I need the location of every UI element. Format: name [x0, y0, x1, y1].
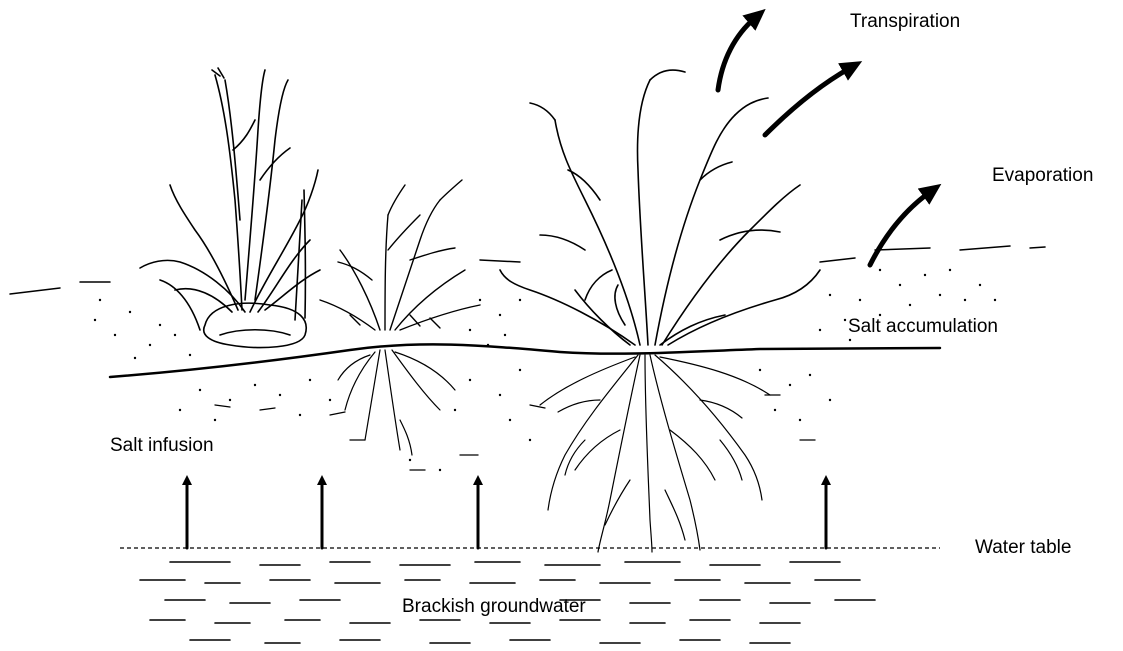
- transpiration-arrow-lower: [765, 68, 850, 135]
- soil-stipple: [94, 269, 996, 471]
- plant-left: [140, 68, 320, 348]
- transpiration-arrow-upper: [718, 18, 755, 90]
- roots-middle: [338, 350, 455, 455]
- salt-infusion-arrows: [187, 480, 826, 548]
- label-brackish-groundwater: Brackish groundwater: [402, 597, 586, 616]
- label-evaporation: Evaporation: [992, 166, 1093, 185]
- plant-middle: [320, 180, 480, 330]
- label-salt-accumulation: Salt accumulation: [848, 317, 998, 336]
- plant-right: [500, 70, 820, 345]
- roots-right: [540, 355, 770, 552]
- label-water-table: Water table: [975, 538, 1071, 557]
- surface-dashes: [10, 246, 1045, 294]
- soil-dashes: [215, 395, 815, 470]
- label-transpiration: Transpiration: [850, 12, 960, 31]
- soil-surface-line: [110, 344, 940, 377]
- evaporation-arrow: [870, 192, 930, 265]
- label-salt-infusion: Salt infusion: [110, 436, 214, 455]
